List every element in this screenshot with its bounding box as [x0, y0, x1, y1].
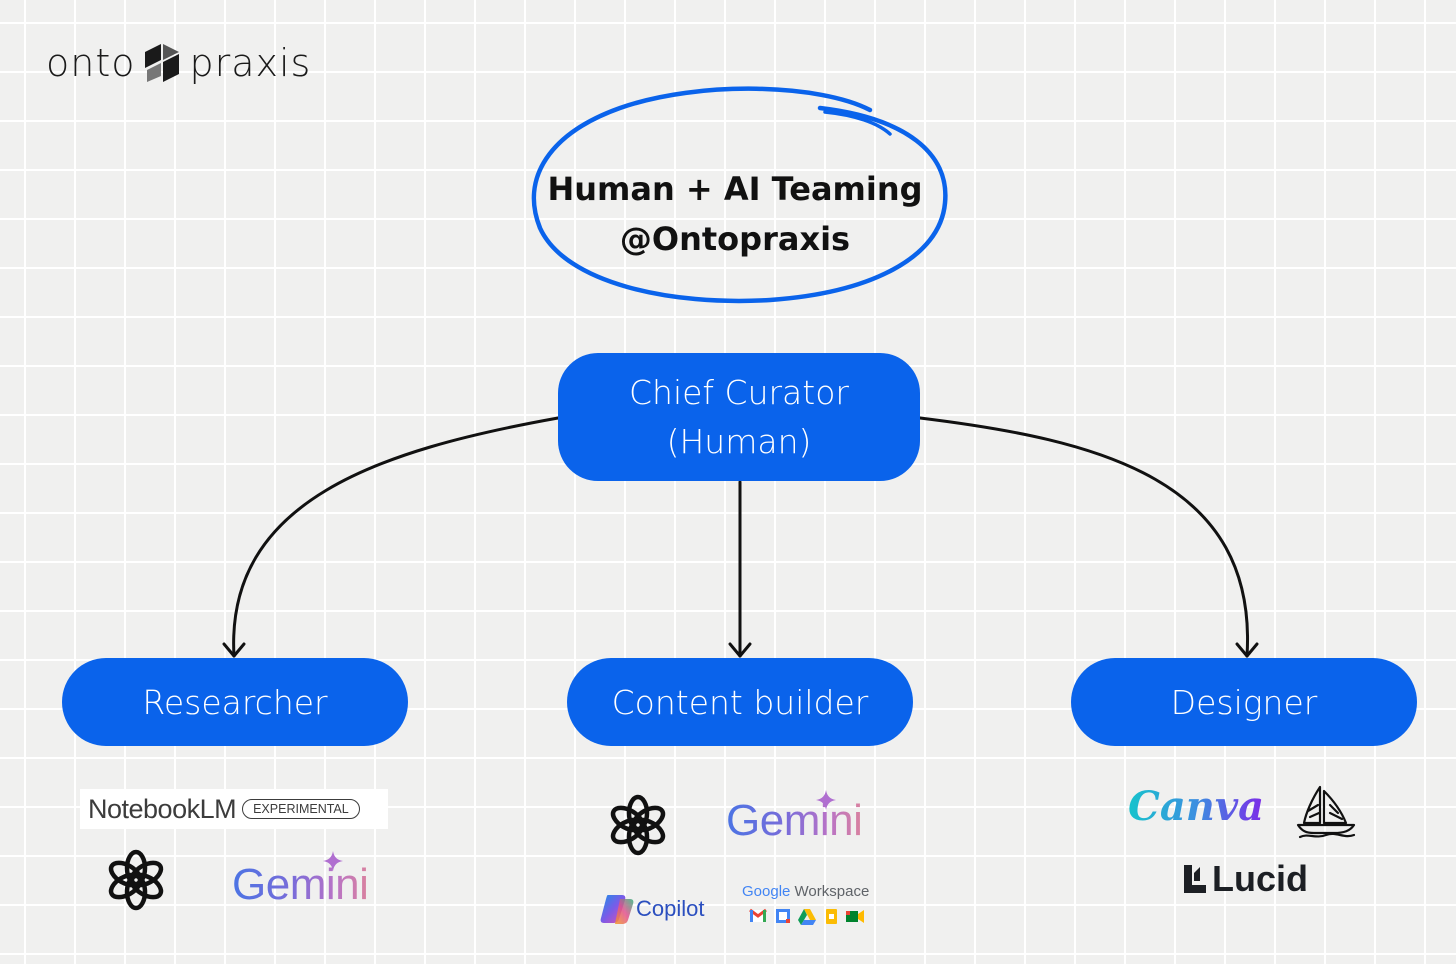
gemini-wordmark: Gemini: [232, 860, 369, 909]
copilot-icon: [600, 895, 634, 924]
gemini-wordmark: Gemini: [726, 796, 863, 845]
copilot-logo: Copilot: [600, 893, 704, 925]
gemini-sparkle-icon: [323, 851, 343, 871]
canva-logo: Canva: [1128, 783, 1264, 830]
title-ellipse: [531, 86, 948, 304]
meet-icon: [846, 910, 864, 923]
arrow-to-researcher: [232, 416, 560, 658]
copilot-wordmark: Copilot: [636, 896, 705, 921]
logo-text-right: praxis: [189, 41, 312, 85]
lucid-icon: [1184, 865, 1206, 893]
google-workspace-logo: Google Workspace: [742, 883, 872, 926]
canva-wordmark: Canva: [1128, 783, 1264, 830]
diagram-title-line1: Human + AI Teaming: [547, 170, 923, 208]
gemini-logo-researcher: Gemini: [232, 860, 369, 910]
lucid-wordmark: Lucid: [1212, 858, 1308, 899]
google-workspace-title: Google Workspace: [742, 883, 872, 900]
openai-logo-icon: [108, 849, 164, 911]
drive-icon: [798, 909, 816, 925]
google-wordmark: Google: [742, 883, 791, 900]
openai-logo-icon: [610, 794, 666, 856]
logo-text-left: onto: [46, 41, 136, 85]
chief-curator-sublabel: (Human): [666, 422, 812, 461]
gemini-logo-content: Gemini: [726, 796, 863, 846]
chief-curator-node: Chief Curator (Human): [558, 353, 920, 481]
gmail-icon: [749, 908, 767, 922]
researcher-label: Researcher: [142, 682, 328, 722]
notebooklm-name: NotebookLM: [88, 793, 237, 824]
lucid-logo: Lucid: [1182, 858, 1308, 900]
designer-node: Designer: [1071, 658, 1417, 746]
workspace-wordmark: Workspace: [794, 883, 870, 900]
docs-icon: [826, 909, 837, 924]
ontopraxis-logo: onto praxis: [46, 38, 311, 88]
notebooklm-logo: NotebookLM EXPERIMENTAL: [80, 789, 388, 829]
gemini-sparkle-icon: [816, 790, 836, 810]
diagram-title-line2: @Ontopraxis: [619, 220, 851, 258]
notebooklm-badge: EXPERIMENTAL: [242, 799, 360, 819]
workspace-apps-icons: [749, 908, 864, 925]
arrow-to-designer: [918, 416, 1249, 658]
calendar-icon: [776, 909, 790, 923]
designer-label: Designer: [1170, 682, 1318, 722]
researcher-node: Researcher: [62, 658, 408, 746]
chief-curator-label: Chief Curator: [629, 373, 849, 412]
content-builder-label: Content builder: [611, 682, 869, 722]
ontopraxis-cube-icon: [145, 44, 180, 82]
content-builder-node: Content builder: [567, 658, 913, 746]
midjourney-sailboat-icon: [1296, 785, 1356, 839]
